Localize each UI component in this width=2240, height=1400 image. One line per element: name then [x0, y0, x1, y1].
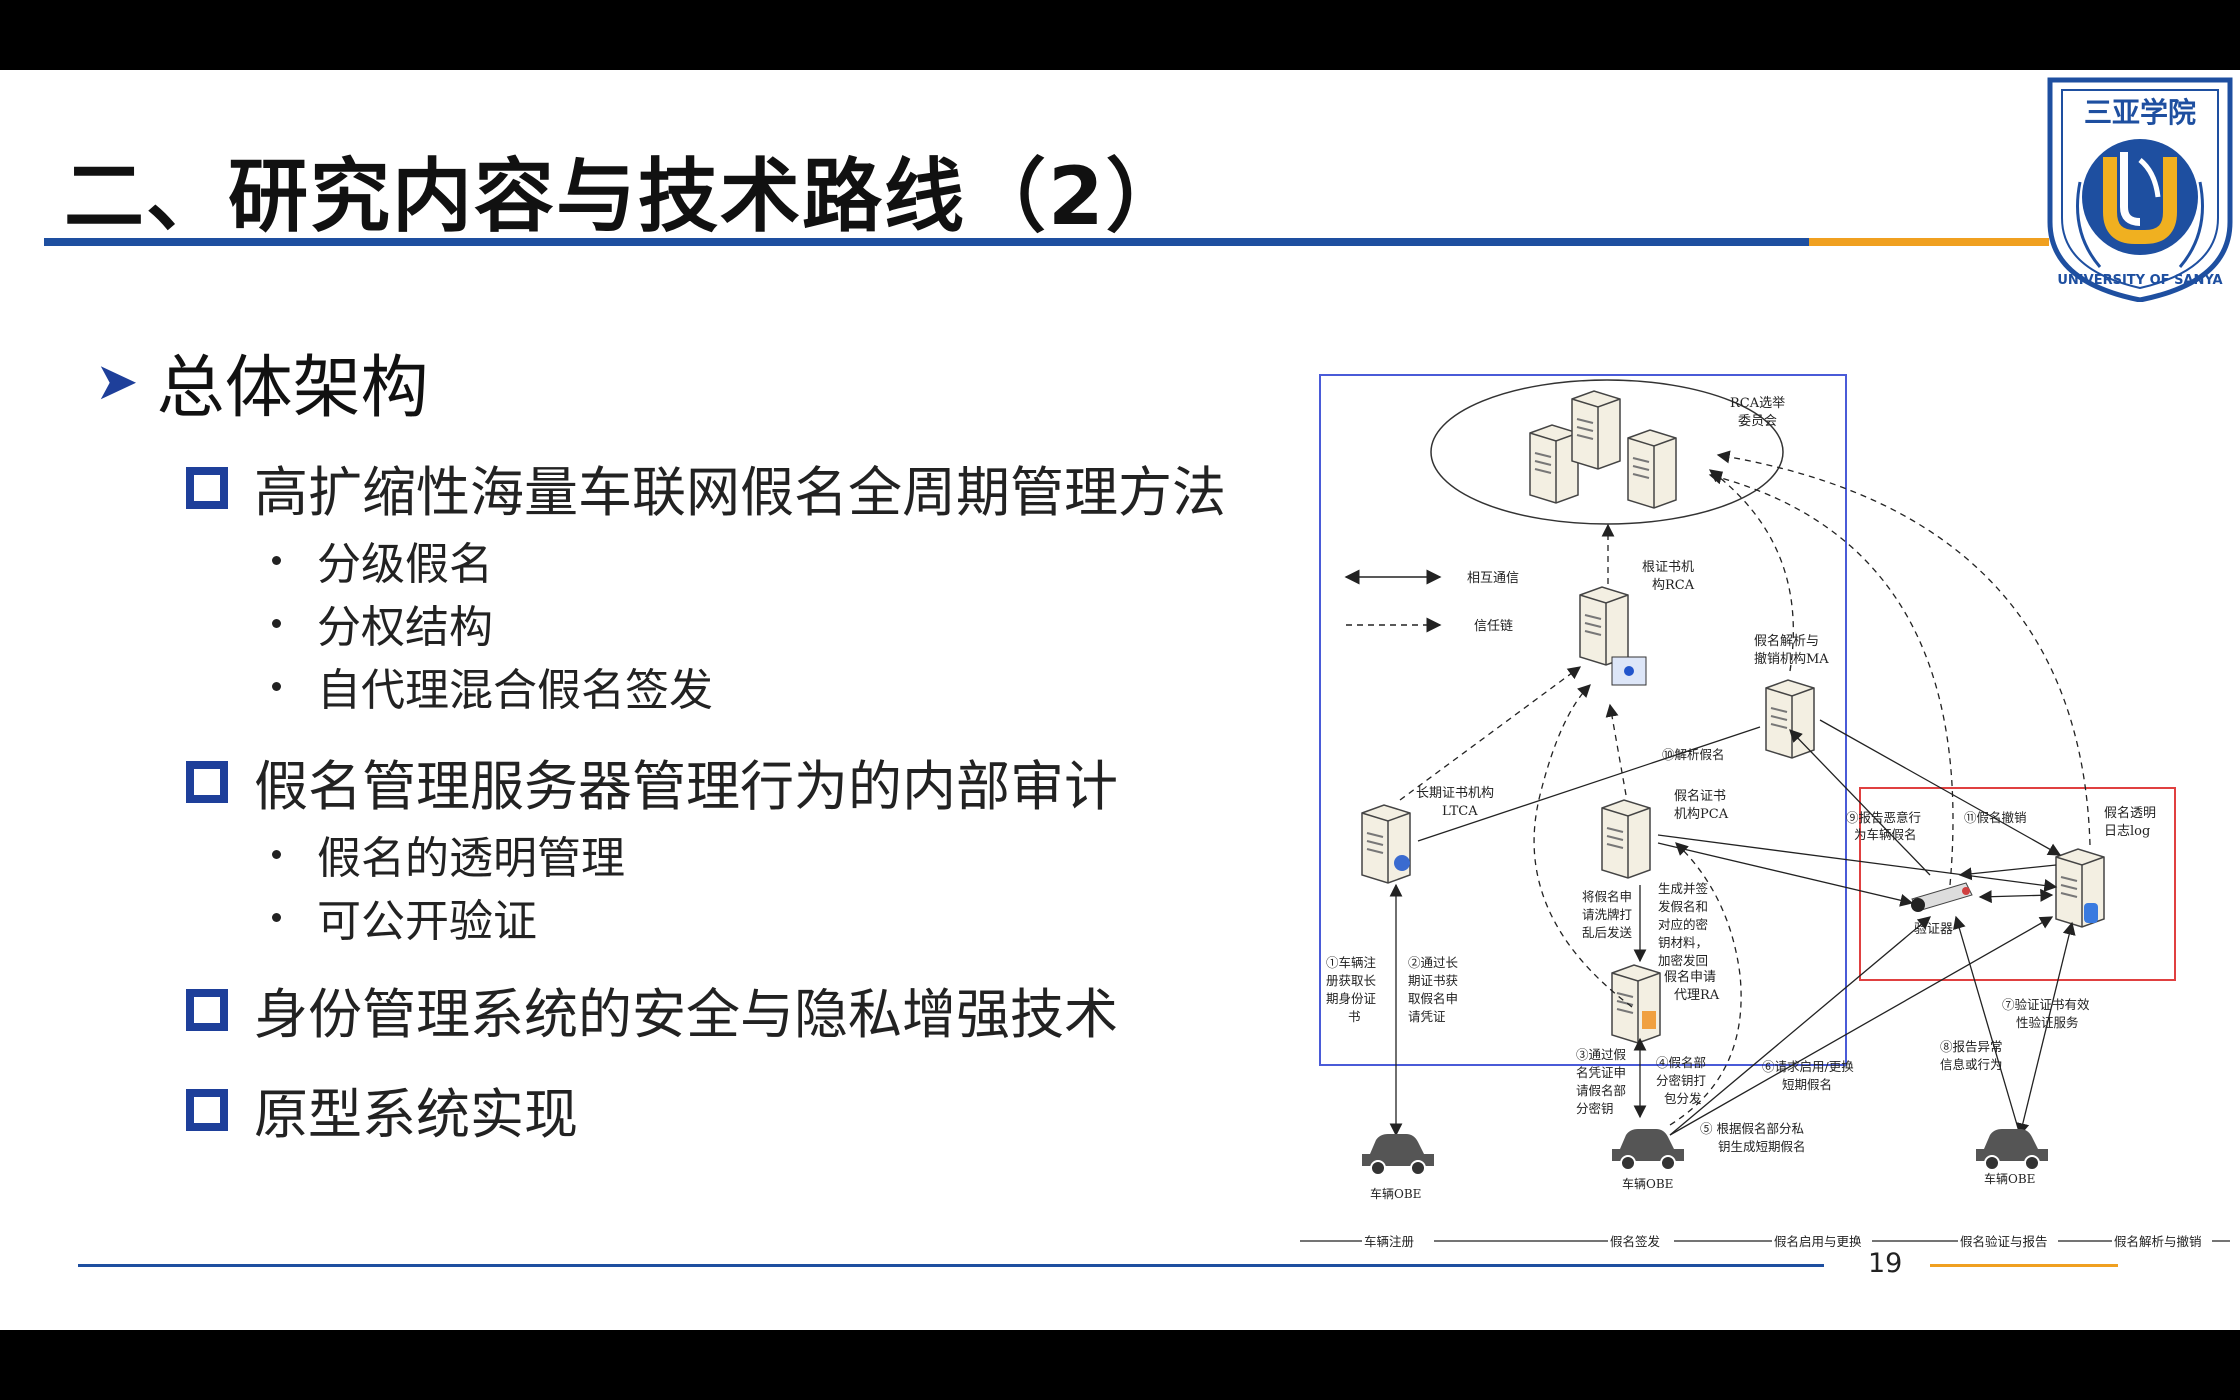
subitem-1-1: 分级假名: [272, 528, 493, 592]
root-ca-label: 根证书机构RCA: [1642, 560, 1695, 593]
step-2-label: ②通过长期证书获取假名申请凭证: [1408, 955, 1459, 1024]
timeline-stage-3: 假名启用与更换: [1774, 1234, 1862, 1249]
pca-note: 生成并签发假名和对应的密钥材料，加密发回: [1658, 881, 1709, 968]
item-4: 原型系统实现: [186, 1070, 578, 1149]
step-11-label: ⑪假名撤销: [1964, 810, 2027, 825]
subitem-1-1-label: 分级假名: [317, 539, 493, 590]
timeline: 车辆注册 假名签发 假名启用与更换 假名验证与报告 假名解析与撤销: [1300, 1231, 2230, 1251]
dot-bullet-icon: [272, 555, 281, 565]
item-2-label: 假名管理服务器管理行为的内部审计: [254, 755, 1118, 818]
vehicle-1-label: 车辆OBE: [1370, 1186, 1421, 1201]
ra-label: 假名申请代理RA: [1664, 969, 1720, 1003]
dot-bullet-icon: [272, 681, 281, 691]
logo-top-text: 三亚学院: [2084, 96, 2196, 129]
subitem-1-2: 分权结构: [272, 591, 493, 655]
arrow-bullet-icon: ➤: [95, 351, 139, 412]
legend: 相互通信 信任链: [1344, 569, 1519, 634]
item-1-label: 高扩缩性海量车联网假名全周期管理方法: [254, 461, 1226, 524]
step-5-label: ⑤ 根据假名部分私钥生成短期假名: [1700, 1121, 1806, 1154]
subitem-1-2-label: 分权结构: [317, 602, 493, 653]
subitem-2-2: 可公开验证: [272, 885, 537, 949]
subitem-2-1: 假名的透明管理: [272, 822, 625, 886]
square-bullet-icon: [186, 760, 228, 803]
footer-line-blue: [78, 1264, 1824, 1267]
verifier-label: 验证器: [1914, 921, 1953, 937]
ra-note: 将假名申请洗牌打乱后发送: [1582, 889, 1633, 940]
vehicle-3-label: 车辆OBE: [1984, 1171, 2035, 1186]
timeline-stage-2: 假名签发: [1610, 1234, 1661, 1249]
top-letterbox: [0, 0, 2240, 70]
log-label: 假名透明日志log: [2104, 805, 2156, 839]
timeline-stage-4: 假名验证与报告: [1960, 1234, 2048, 1249]
page-number: 19: [1868, 1248, 1903, 1279]
ma-label: 假名解析与撤销机构MA: [1754, 633, 1829, 667]
subitem-1-3-label: 自代理混合假名签发: [317, 665, 713, 716]
timeline-stage-5: 假名解析与撤销: [2114, 1234, 2202, 1249]
svg-text:信任链: 信任链: [1474, 619, 1513, 634]
university-logo: 三亚学院 UNIVERSITY OF SANYA: [2047, 77, 2233, 302]
dot-bullet-icon: [272, 849, 281, 859]
step-4-label: ④假名部分密钥打包分发: [1656, 1055, 1706, 1106]
subitem-2-2-label: 可公开验证: [317, 896, 537, 947]
step-3-label: ③通过假名凭证申请假名部分密钥: [1576, 1047, 1627, 1116]
bottom-letterbox: [0, 1330, 2240, 1400]
item-3: 身份管理系统的安全与隐私增强技术: [186, 970, 1118, 1049]
step-9-label: ⑨报告恶意行为车辆假名: [1846, 810, 1921, 842]
heading-overall-architecture: ➤ 总体架构: [95, 332, 429, 431]
title-underline-orange: [1809, 238, 2049, 246]
trust-boundary-box: [1319, 374, 1847, 1066]
item-3-label: 身份管理系统的安全与隐私增强技术: [254, 983, 1118, 1046]
step-10-label: ⑩解析假名: [1662, 747, 1725, 762]
dot-bullet-icon: [272, 912, 281, 922]
step-6-label: ⑥请求启用/更换短期假名: [1762, 1059, 1854, 1092]
pca-label: 假名证书机构PCA: [1674, 788, 1729, 822]
item-1: 高扩缩性海量车联网假名全周期管理方法: [186, 448, 1226, 527]
step-7-label: ⑦验证证书有效性验证服务: [2002, 997, 2090, 1030]
slide-title: 二、研究内容与技术路线（2）: [64, 150, 1188, 243]
item-4-label: 原型系统实现: [254, 1083, 578, 1146]
timeline-stage-1: 车辆注册: [1364, 1234, 1414, 1249]
step-8-label: ⑧报告异常信息或行为: [1940, 1039, 2003, 1072]
heading-text: 总体架构: [156, 349, 429, 428]
vehicle-2-label: 车辆OBE: [1622, 1176, 1673, 1191]
rca-committee-label: RCA选举委员会: [1730, 396, 1785, 429]
dot-bullet-icon: [272, 618, 281, 628]
step-1-label: ①车辆注册获取长期身份证书: [1326, 955, 1377, 1024]
square-bullet-icon: [186, 466, 228, 509]
subitem-1-3: 自代理混合假名签发: [272, 654, 713, 718]
logo-ring-text: UNIVERSITY OF SANYA: [2057, 273, 2222, 288]
subitem-2-1-label: 假名的透明管理: [317, 833, 625, 884]
item-2: 假名管理服务器管理行为的内部审计: [186, 742, 1118, 821]
square-bullet-icon: [186, 1088, 228, 1131]
footer-line-orange: [1930, 1264, 2118, 1267]
slide: 二、研究内容与技术路线（2） 三亚学院 UNIVERSITY OF SANYA …: [0, 70, 2240, 1330]
svg-text:相互通信: 相互通信: [1467, 571, 1519, 586]
title-underline-blue: [44, 238, 1809, 246]
square-bullet-icon: [186, 988, 228, 1031]
verifier-camera: [1911, 882, 1973, 912]
